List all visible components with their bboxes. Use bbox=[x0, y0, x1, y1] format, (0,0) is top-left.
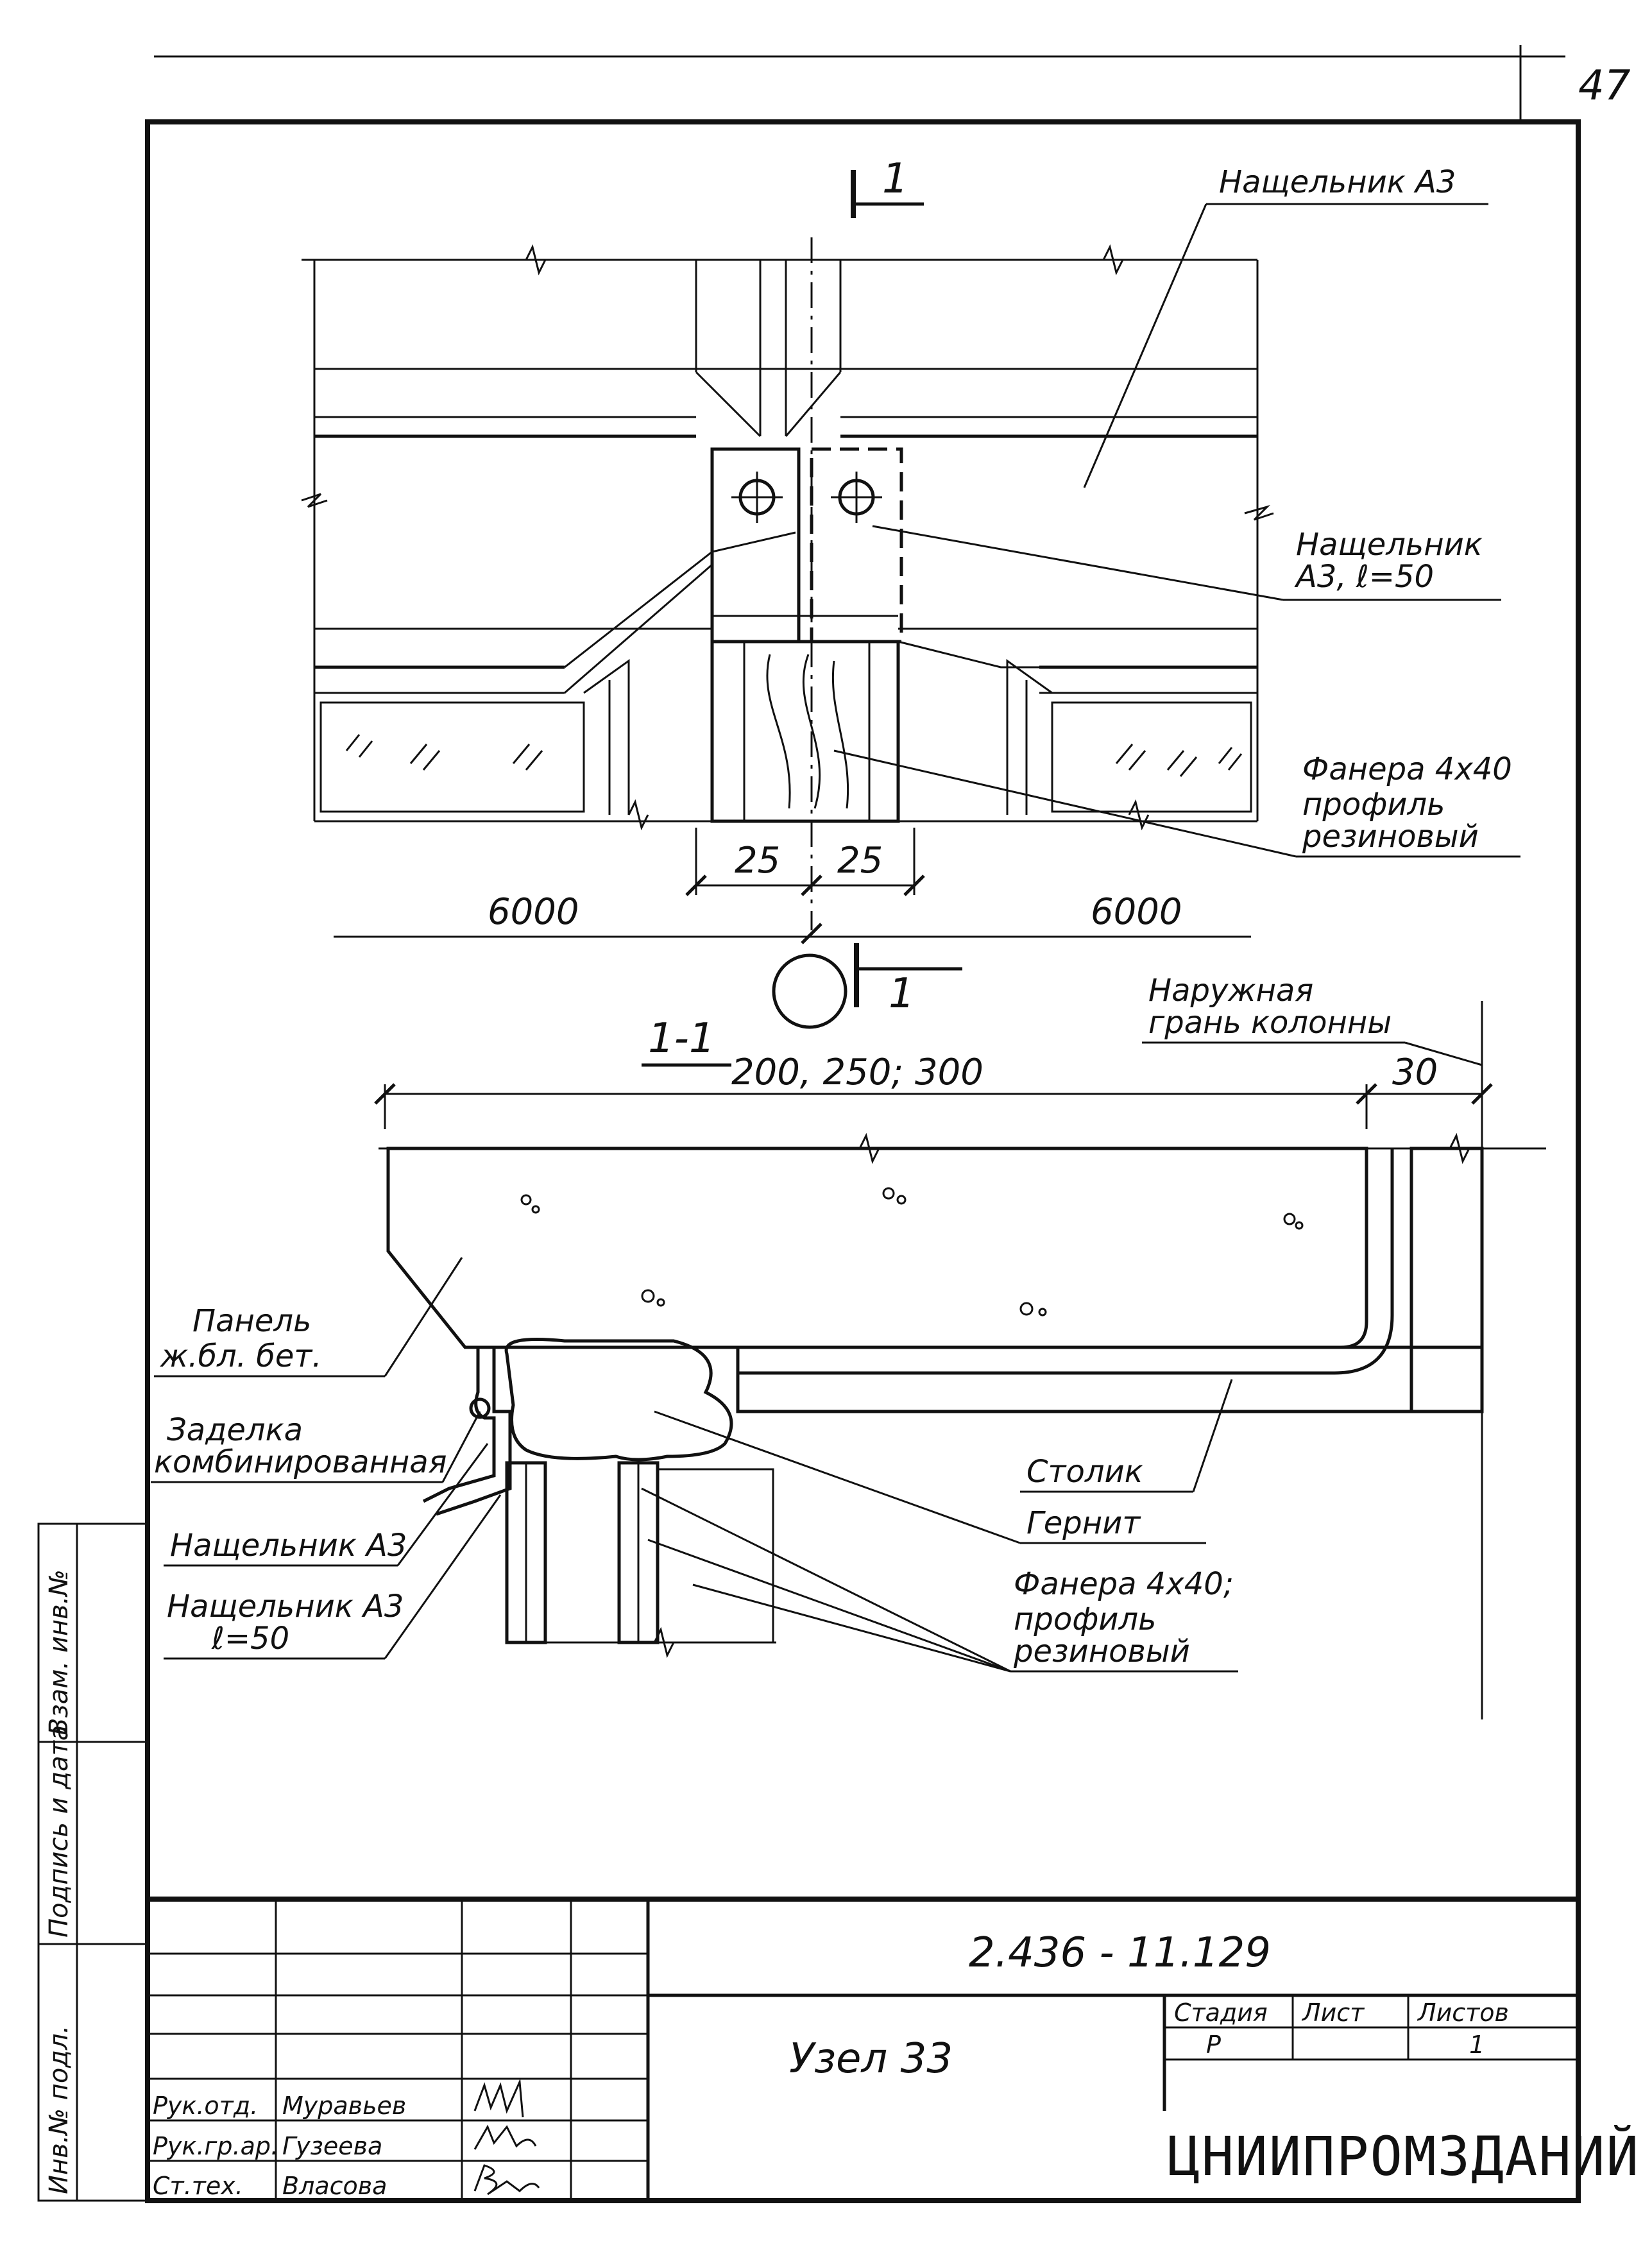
label-flashing-l50-1: Нащельник bbox=[1296, 527, 1483, 563]
role-2: Рук.гр.ар. bbox=[153, 2132, 278, 2160]
dim-6000-left: 6000 bbox=[488, 891, 579, 933]
side-stamp-replace: Взам. инв.№ bbox=[44, 1569, 74, 1736]
dim-25-right: 25 bbox=[837, 840, 883, 882]
sheets-value: 1 bbox=[1469, 2031, 1485, 2059]
label-plywood-sec-3: резиновый bbox=[1013, 1633, 1190, 1669]
label-flashing-l50-a: Нащельник А3 bbox=[167, 1589, 404, 1625]
label-sealing-2: комбинированная bbox=[154, 1444, 447, 1480]
dim-6000-right: 6000 bbox=[1091, 891, 1182, 933]
label-outer-face-1: Наружная bbox=[1148, 973, 1313, 1009]
page-number: 47 bbox=[1578, 62, 1631, 110]
title-block: 2.436 - 11.129 Узел 33 Стадия Лист Листо… bbox=[145, 1897, 1640, 2203]
label-plywood-1: Фанера 4х40 bbox=[1302, 751, 1512, 787]
label-flashing-l50-b: ℓ=50 bbox=[211, 1621, 289, 1657]
label-flashing-l50-2: А3, ℓ=50 bbox=[1294, 559, 1434, 595]
label-outer-face-2: грань колонны bbox=[1148, 1005, 1392, 1041]
label-table: Столик bbox=[1026, 1454, 1143, 1490]
side-stamp: Инв.№ подл. Подпись и дата Взам. инв.№ bbox=[37, 1522, 149, 2202]
label-flashing: Нащельник А3 bbox=[170, 1528, 407, 1564]
trim-lines bbox=[154, 45, 1565, 122]
label-panel-1: Панель bbox=[192, 1303, 311, 1339]
label-plywood-3: резиновый bbox=[1302, 819, 1479, 855]
section-mark-top: 1 bbox=[882, 155, 908, 203]
label-plywood-2: профиль bbox=[1302, 787, 1445, 823]
label-sealing-1: Заделка bbox=[167, 1412, 303, 1448]
signatures bbox=[473, 2078, 540, 2196]
dim-25-left: 25 bbox=[735, 840, 780, 882]
label-panel-2: ж.бл. бет. bbox=[160, 1338, 322, 1374]
stage-value: Р bbox=[1206, 2031, 1221, 2059]
name-3: Власова bbox=[282, 2172, 387, 2200]
name-1: Муравьев bbox=[282, 2092, 406, 2120]
cut-mark-bottom: 1 bbox=[889, 970, 915, 1018]
node-name: Узел 33 bbox=[789, 2035, 953, 2083]
side-stamp-sign: Подпись и дата bbox=[44, 1725, 74, 1938]
section-view: 1-1 Наружная грань колонны 200, 250; 300… bbox=[151, 973, 1546, 1719]
dim-200-250-300: 200, 250; 300 bbox=[731, 1052, 984, 1093]
doc-code: 2.436 - 11.129 bbox=[969, 1929, 1271, 1977]
plan-view: 1 bbox=[301, 155, 1520, 1029]
sheets-header: Листов bbox=[1417, 1999, 1509, 2027]
label-hernit: Гернит bbox=[1026, 1505, 1141, 1541]
label-plywood-sec-1: Фанера 4х40; bbox=[1014, 1566, 1234, 1602]
label-flashing-top: Нащельник А3 bbox=[1219, 164, 1456, 200]
section-title: 1-1 bbox=[648, 1015, 715, 1062]
dim-30: 30 bbox=[1392, 1052, 1438, 1093]
organization: ЦНИИПРОМЗДАНИЙ bbox=[1168, 2125, 1640, 2188]
side-stamp-inv: Инв.№ подл. bbox=[44, 2026, 74, 2194]
label-plywood-sec-2: профиль bbox=[1014, 1601, 1156, 1637]
sheet-header: Лист bbox=[1301, 1999, 1365, 2027]
stage-header: Стадия bbox=[1174, 1999, 1268, 2027]
sheet-frame bbox=[145, 119, 1581, 2203]
name-2: Гузеева bbox=[282, 2132, 382, 2160]
role-3: Ст.тех. bbox=[153, 2172, 243, 2200]
role-1: Рук.отд. bbox=[153, 2092, 258, 2120]
